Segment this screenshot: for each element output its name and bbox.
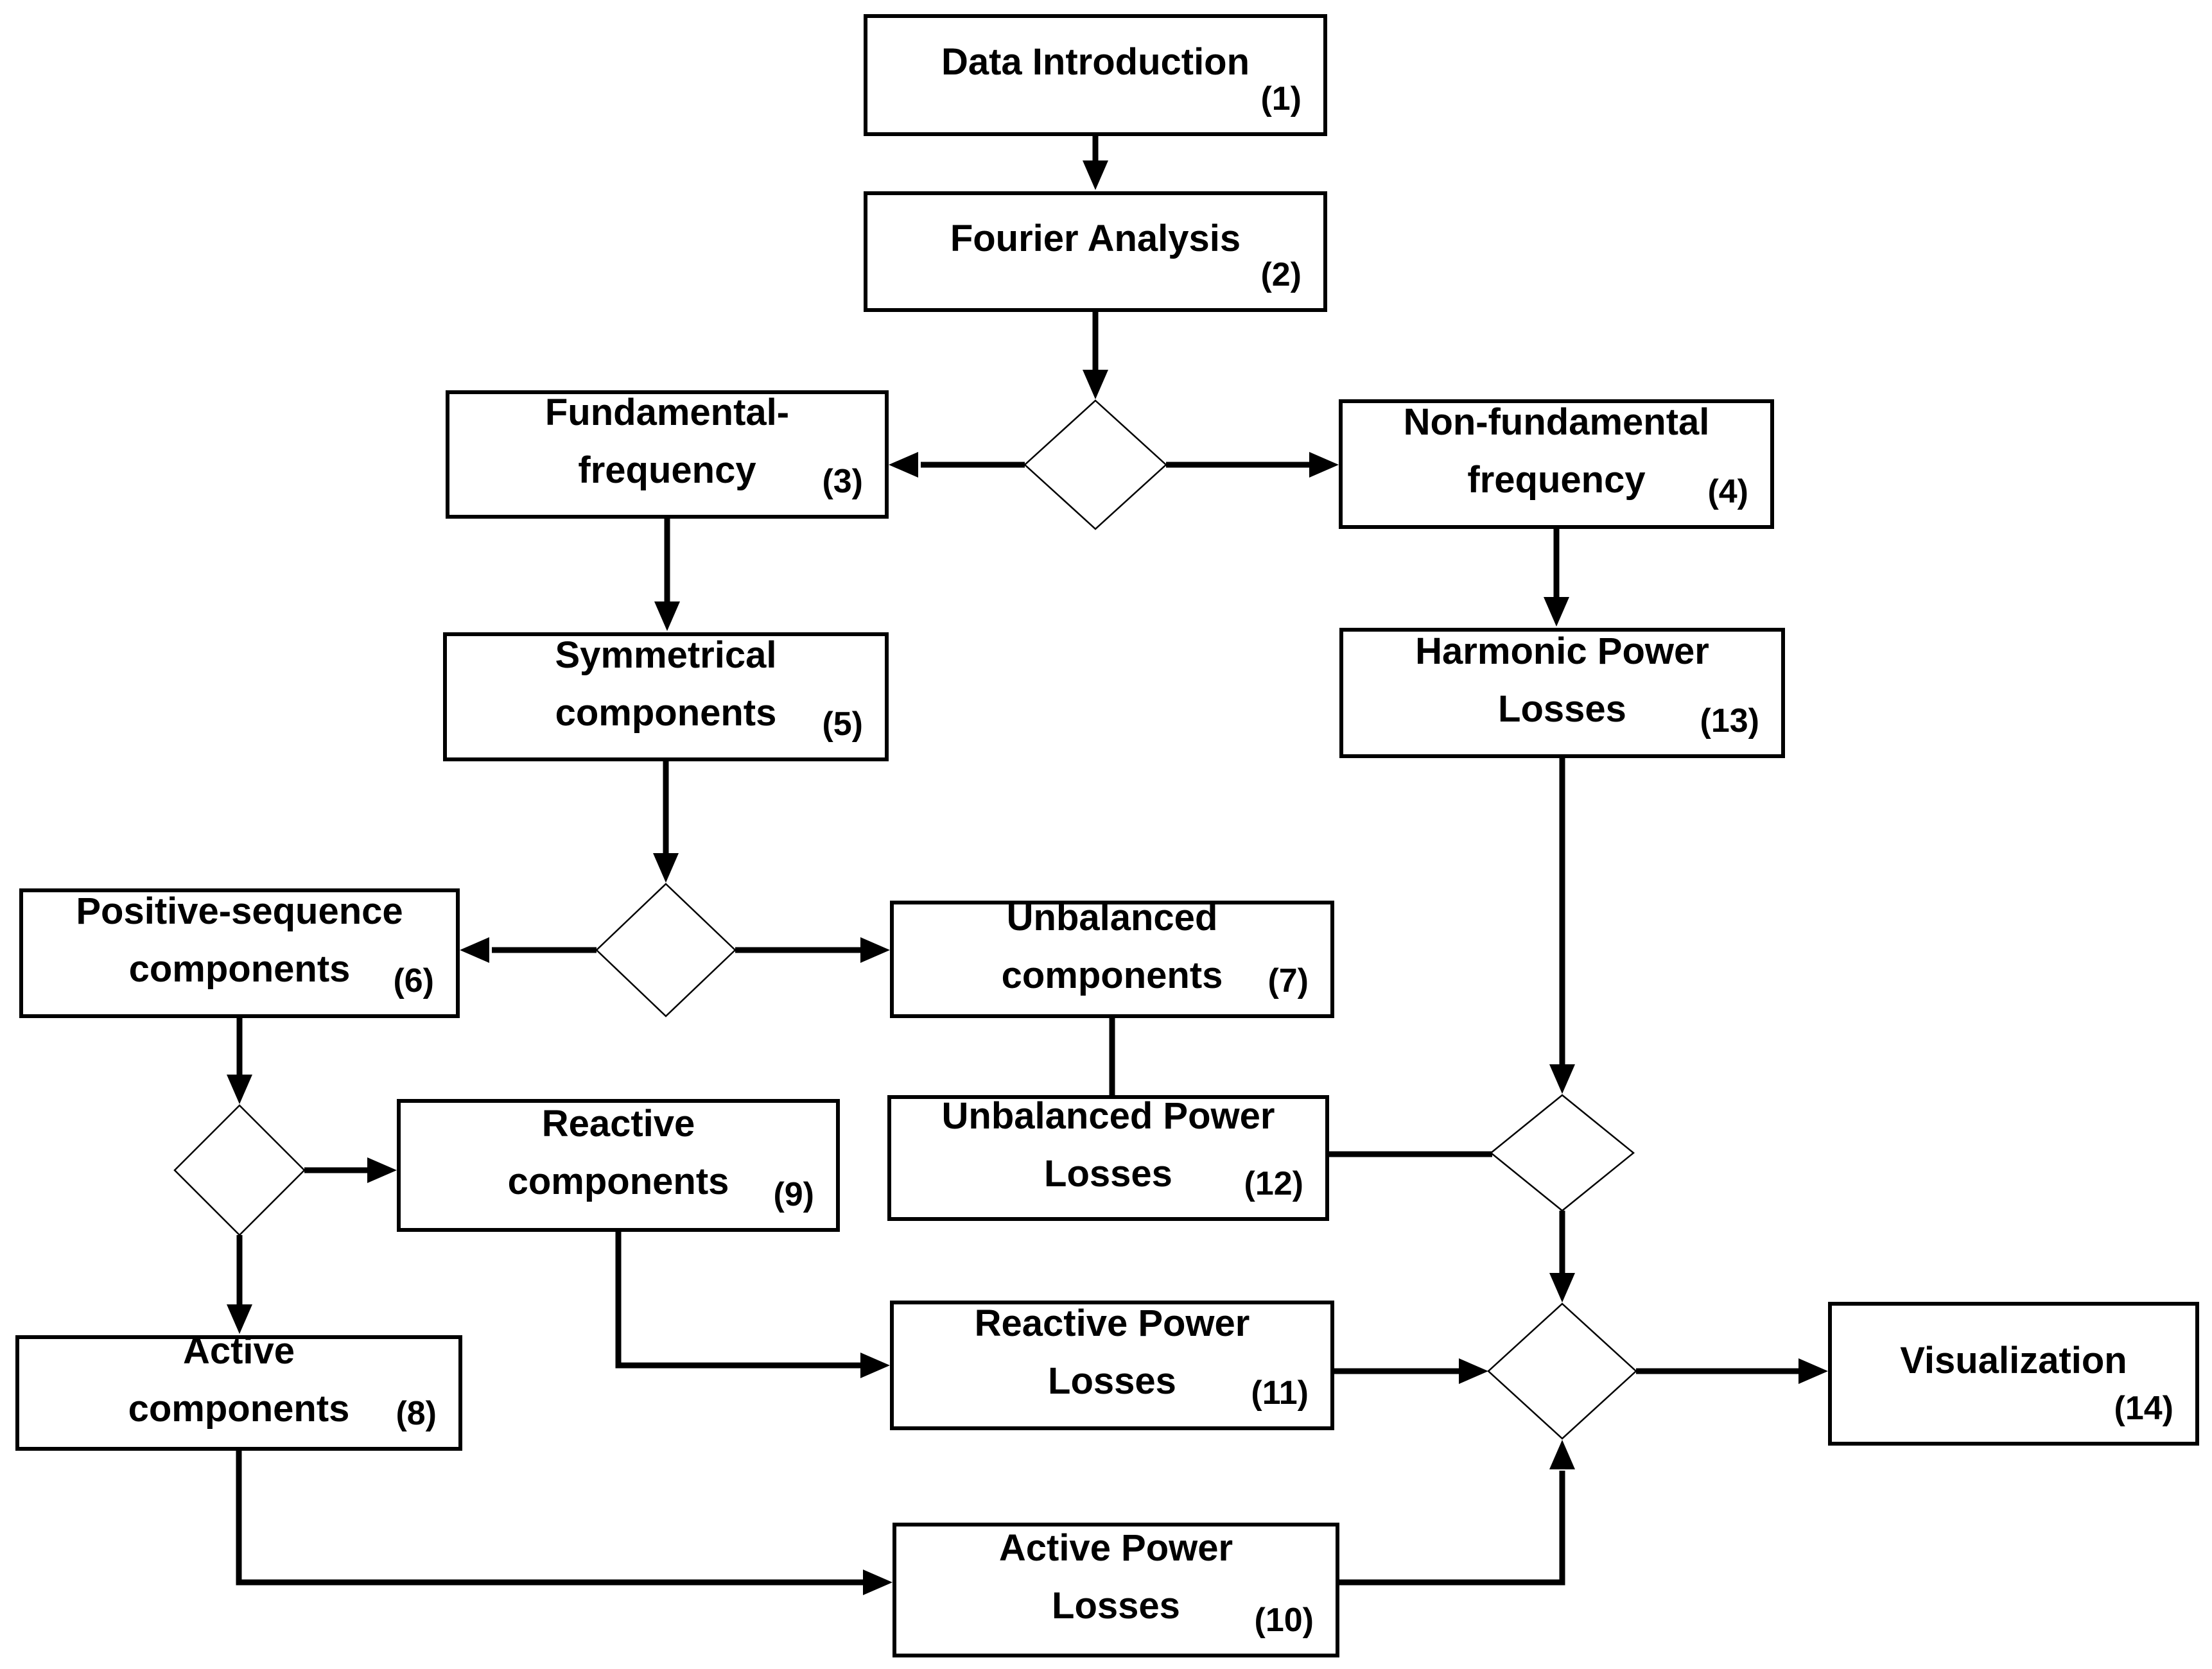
- node-number: (14): [2114, 1390, 2173, 1427]
- arrowhead-down-into-loss-merge-upper: [1549, 1064, 1575, 1094]
- node-number: (12): [1244, 1165, 1303, 1202]
- node-number: (2): [1260, 256, 1302, 293]
- node-active-components: Active components (8): [15, 1330, 462, 1451]
- node-label: Fourier Analysis: [950, 218, 1241, 260]
- arrowhead-down-into-loss-merge-lower: [1549, 1273, 1575, 1302]
- arrowhead-right-into-loss-merge-lower: [1459, 1358, 1488, 1384]
- arrowhead-right-into-14: [1798, 1358, 1828, 1384]
- arrowhead-left-into-3: [889, 452, 918, 478]
- arrowhead-down-into-8: [227, 1304, 252, 1334]
- node-label: Reactive components: [507, 1102, 729, 1202]
- node-label: Unbalanced Power Losses: [941, 1095, 1275, 1195]
- node-number: (4): [1707, 473, 1748, 510]
- decision-diamond-component-split: [173, 1104, 306, 1236]
- node-unbalanced-components: Unbalanced components (7): [890, 897, 1334, 1018]
- node-positive-sequence-components: Positive-sequence components (6): [19, 888, 460, 1018]
- arrowhead-right-into-4: [1309, 452, 1339, 478]
- node-label: Visualization: [1900, 1340, 2127, 1382]
- decision-diamond-sequence-split: [595, 883, 736, 1017]
- arrowhead-right-into-11: [860, 1353, 890, 1378]
- node-visualization: Visualization (14): [1828, 1302, 2199, 1446]
- arrowhead-up-into-loss-merge-lower: [1549, 1440, 1575, 1469]
- decision-diamond-frequency-split: [1023, 399, 1167, 530]
- node-number: (8): [396, 1395, 437, 1432]
- node-number: (9): [773, 1176, 814, 1213]
- decision-diamond-loss-merge-upper: [1490, 1094, 1635, 1212]
- node-number: (3): [822, 463, 863, 500]
- decision-diamond-loss-merge-lower: [1487, 1302, 1637, 1440]
- node-label: Non-fundamental frequency: [1403, 401, 1710, 501]
- node-symmetrical-components: Symmetrical components (5): [443, 632, 889, 761]
- node-label: Active Power Losses: [998, 1527, 1233, 1627]
- node-number: (6): [393, 962, 434, 999]
- node-label: Unbalanced components: [1001, 896, 1223, 996]
- node-number: (5): [822, 705, 863, 743]
- arrowhead-left-into-6: [460, 937, 489, 963]
- node-reactive-power-losses: Reactive Power Losses (11): [890, 1301, 1334, 1430]
- node-number: (10): [1254, 1602, 1314, 1639]
- node-label: Positive-sequence components: [76, 890, 403, 990]
- arrowhead-down-into-13: [1544, 597, 1569, 627]
- node-active-power-losses: Active Power Losses (10): [893, 1523, 1339, 1657]
- connector-9-to-11: [615, 1232, 863, 1369]
- node-label: Harmonic Power Losses: [1415, 630, 1709, 730]
- node-number: (7): [1267, 962, 1309, 999]
- node-number: (11): [1251, 1374, 1309, 1412]
- node-fourier-analysis: Fourier Analysis (2): [864, 191, 1327, 312]
- node-label: Symmetrical components: [555, 634, 777, 734]
- arrowhead-right-into-9: [367, 1157, 397, 1183]
- connector-10-to-merge: [1339, 1471, 1565, 1586]
- node-label: Data Introduction: [941, 41, 1250, 83]
- node-reactive-components: Reactive components (9): [397, 1099, 840, 1232]
- node-number: (13): [1700, 702, 1759, 739]
- node-data-introduction: Data Introduction (1): [864, 14, 1327, 136]
- node-number: (1): [1260, 80, 1302, 117]
- node-unbalanced-power-losses: Unbalanced Power Losses (12): [887, 1095, 1329, 1221]
- node-non-fundamental-frequency: Non-fundamental frequency (4): [1339, 399, 1774, 529]
- node-label: Fundamental- frequency: [544, 392, 790, 491]
- arrowhead-down-into-5: [654, 601, 680, 631]
- node-fundamental-frequency: Fundamental- frequency (3): [446, 390, 889, 519]
- connector-8-to-10: [236, 1451, 866, 1586]
- arrowhead-down-into-2: [1083, 160, 1108, 190]
- node-harmonic-power-losses: Harmonic Power Losses (13): [1339, 628, 1785, 758]
- arrowhead-down-into-component-split: [227, 1075, 252, 1104]
- arrowhead-right-into-7: [860, 937, 890, 963]
- arrowhead-down-into-frequency-split: [1083, 370, 1108, 399]
- node-label: Active components: [128, 1330, 350, 1430]
- arrowhead-down-into-sequence-split: [653, 853, 679, 883]
- arrowhead-right-into-10: [863, 1570, 893, 1595]
- node-label: Reactive Power Losses: [974, 1302, 1250, 1402]
